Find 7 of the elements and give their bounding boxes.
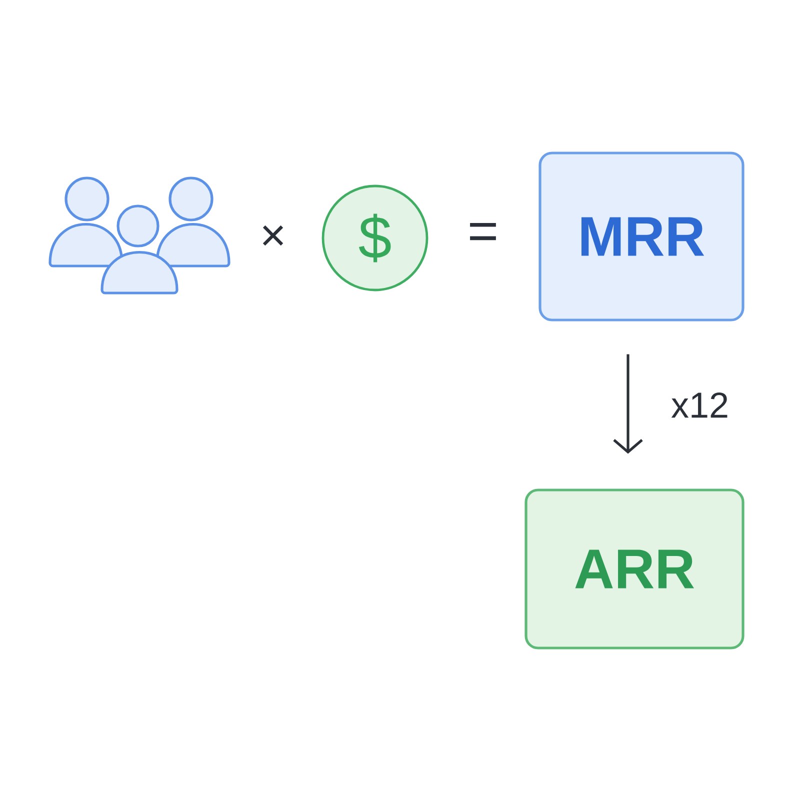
- edge-label: x12: [670, 391, 730, 419]
- people-icon: [48, 176, 230, 294]
- process-box: ARR: [524, 488, 744, 650]
- process-box: MRR: [538, 152, 744, 322]
- math-operator: =: [470, 222, 496, 240]
- arrow: [613, 354, 643, 454]
- math-operator: ×: [262, 225, 284, 246]
